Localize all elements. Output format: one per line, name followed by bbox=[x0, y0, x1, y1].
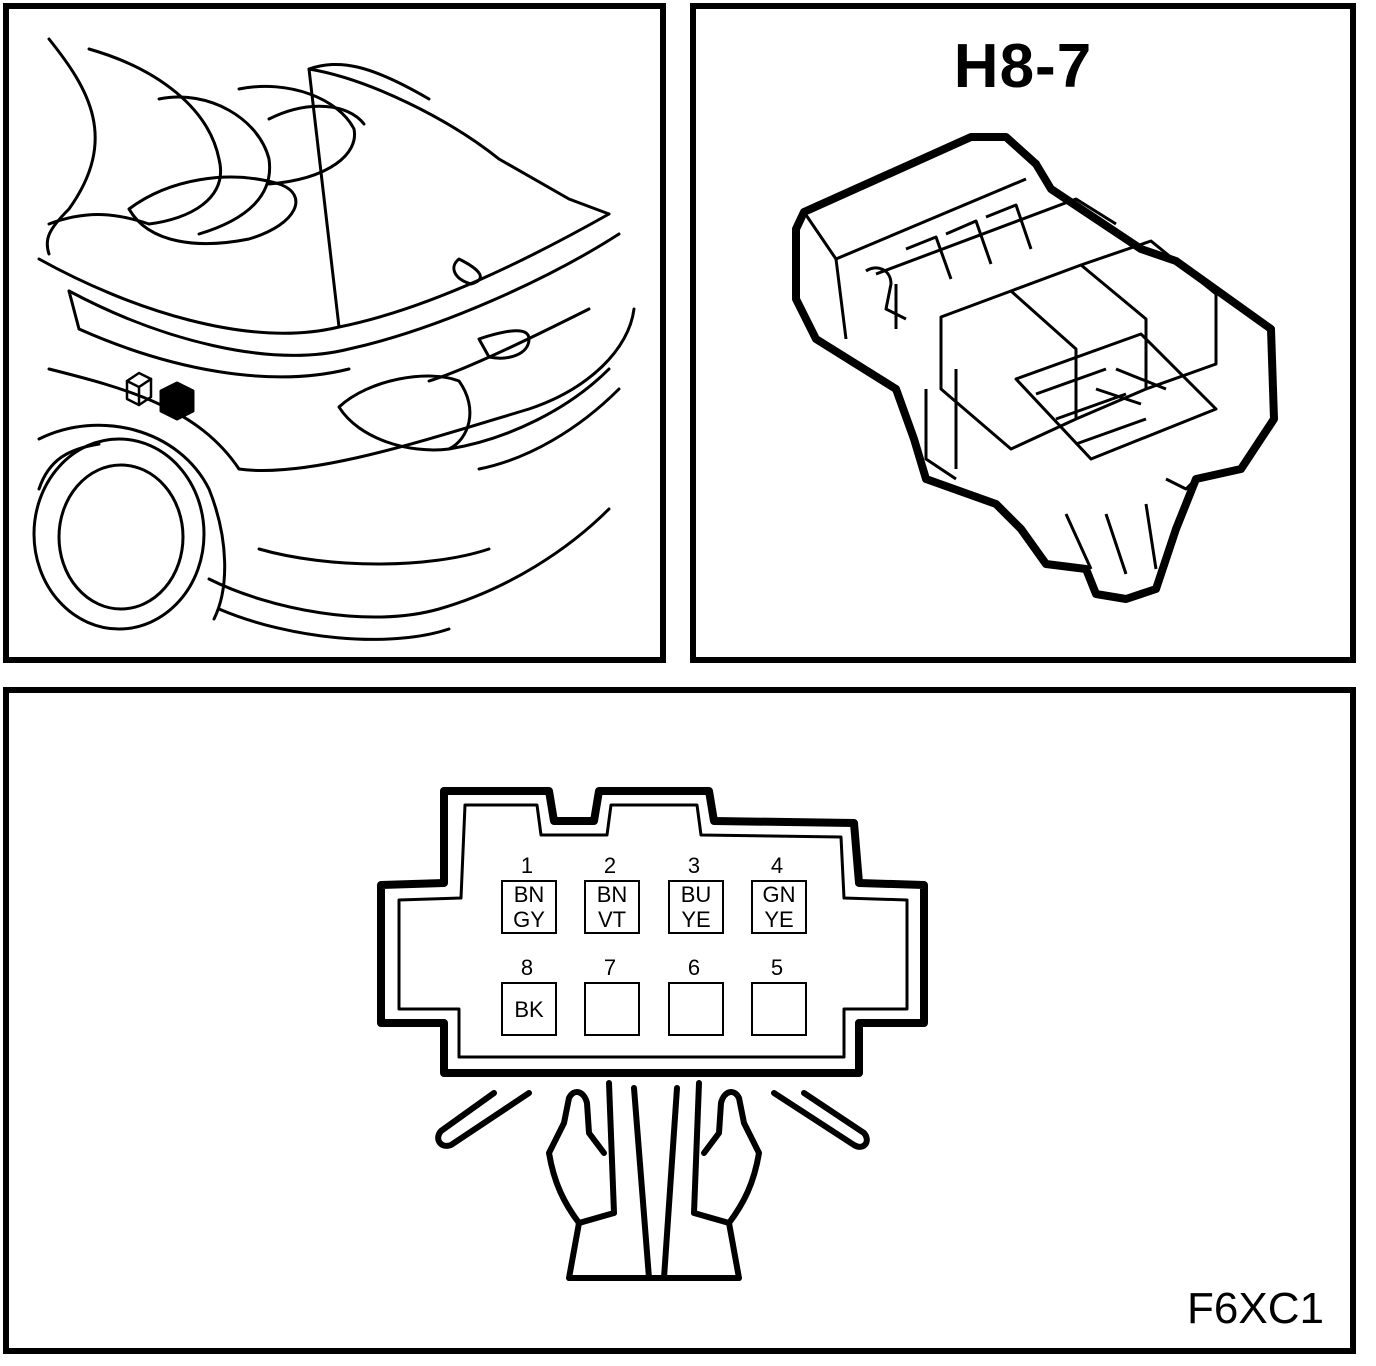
pin-number: 4 bbox=[770, 853, 784, 878]
vehicle-rear-illustration bbox=[32, 37, 636, 641]
pin-number: 6 bbox=[687, 955, 701, 980]
pin-face-panel: 1 BN GY 2 BN VT 3 BU YE 4 GN YE 8 BK 7 6… bbox=[3, 687, 1356, 1354]
pin-number: 8 bbox=[520, 955, 534, 980]
wire-color-top: BU bbox=[680, 882, 712, 907]
pin-number: 3 bbox=[687, 853, 701, 878]
pin-number: 5 bbox=[770, 955, 784, 980]
wire-color-top: BN bbox=[513, 882, 545, 907]
hexagon-icon bbox=[159, 381, 195, 421]
pin-1-cavity: BN GY bbox=[501, 880, 557, 934]
wire-color-top: GN bbox=[762, 882, 796, 907]
wire-color-top: BN bbox=[596, 882, 628, 907]
pin-4-cavity: GN YE bbox=[751, 880, 807, 934]
pin-7-cavity bbox=[584, 982, 640, 1036]
connector-3d-illustration bbox=[792, 133, 1278, 603]
connector-view-panel: H8-7 bbox=[690, 3, 1356, 663]
wire-color-bottom: GY bbox=[513, 907, 545, 932]
pin-5-cavity bbox=[751, 982, 807, 1036]
pin-6-cavity bbox=[668, 982, 724, 1036]
wire-color-bottom: YE bbox=[681, 907, 711, 932]
pin-2-cavity: BN VT bbox=[584, 880, 640, 934]
wire-color-bottom: VT bbox=[597, 907, 627, 932]
wire-color-bottom: YE bbox=[764, 907, 794, 932]
connector-face-outline bbox=[377, 787, 928, 1281]
connector-title: H8-7 bbox=[953, 32, 1093, 101]
pin-number: 1 bbox=[520, 853, 534, 878]
pin-8-cavity: BK bbox=[501, 982, 557, 1036]
cube-icon bbox=[125, 371, 153, 407]
pin-number: 7 bbox=[603, 955, 617, 980]
wire-color-top: BK bbox=[514, 996, 544, 1022]
vehicle-location-panel bbox=[3, 3, 666, 663]
pin-3-cavity: BU YE bbox=[668, 880, 724, 934]
figure-code: F6XC1 bbox=[1187, 1284, 1324, 1333]
pin-number: 2 bbox=[603, 853, 617, 878]
